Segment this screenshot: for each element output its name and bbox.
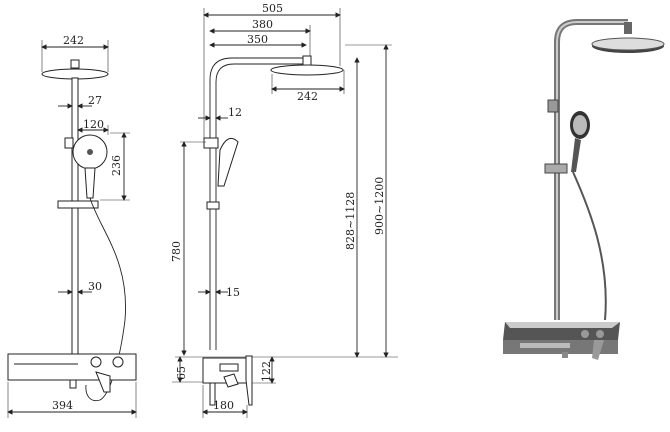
dim-mixer-height: 65	[175, 366, 188, 380]
dim-rail-dia: 15	[226, 286, 240, 299]
dim-pipe: 27	[88, 94, 102, 107]
dim-mixer-depth: 180	[213, 399, 234, 412]
product-render	[503, 19, 665, 360]
dim-total-depth: 505	[262, 2, 283, 15]
dim-side-head-width: 242	[297, 90, 318, 103]
front-view: 242 27 120 236 30 394	[7, 34, 137, 418]
riser-pipe	[71, 77, 79, 357]
holder-shelf	[57, 200, 99, 209]
dim-head-range: 900~1200	[373, 177, 386, 235]
dim-handshower-range: 828~1128	[344, 192, 357, 250]
dim-head-width: 242	[63, 34, 84, 47]
dim-mixer-width: 394	[52, 399, 73, 412]
dim-handshower-height: 236	[110, 155, 123, 176]
dim-rail: 30	[88, 280, 102, 293]
side-view: 505 380 350 242 12 780 15 828~1128 900~1…	[170, 2, 398, 418]
dim-arm-reach: 380	[252, 18, 273, 31]
dim-rail-height: 780	[170, 241, 183, 262]
dim-outlet-height: 122	[260, 361, 273, 382]
dim-handshower-width: 120	[83, 118, 104, 131]
dim-pipe-offset: 12	[228, 106, 242, 119]
dim-head-center: 350	[247, 33, 268, 46]
side-rain-head	[270, 64, 344, 76]
side-hand-shower	[217, 137, 239, 187]
